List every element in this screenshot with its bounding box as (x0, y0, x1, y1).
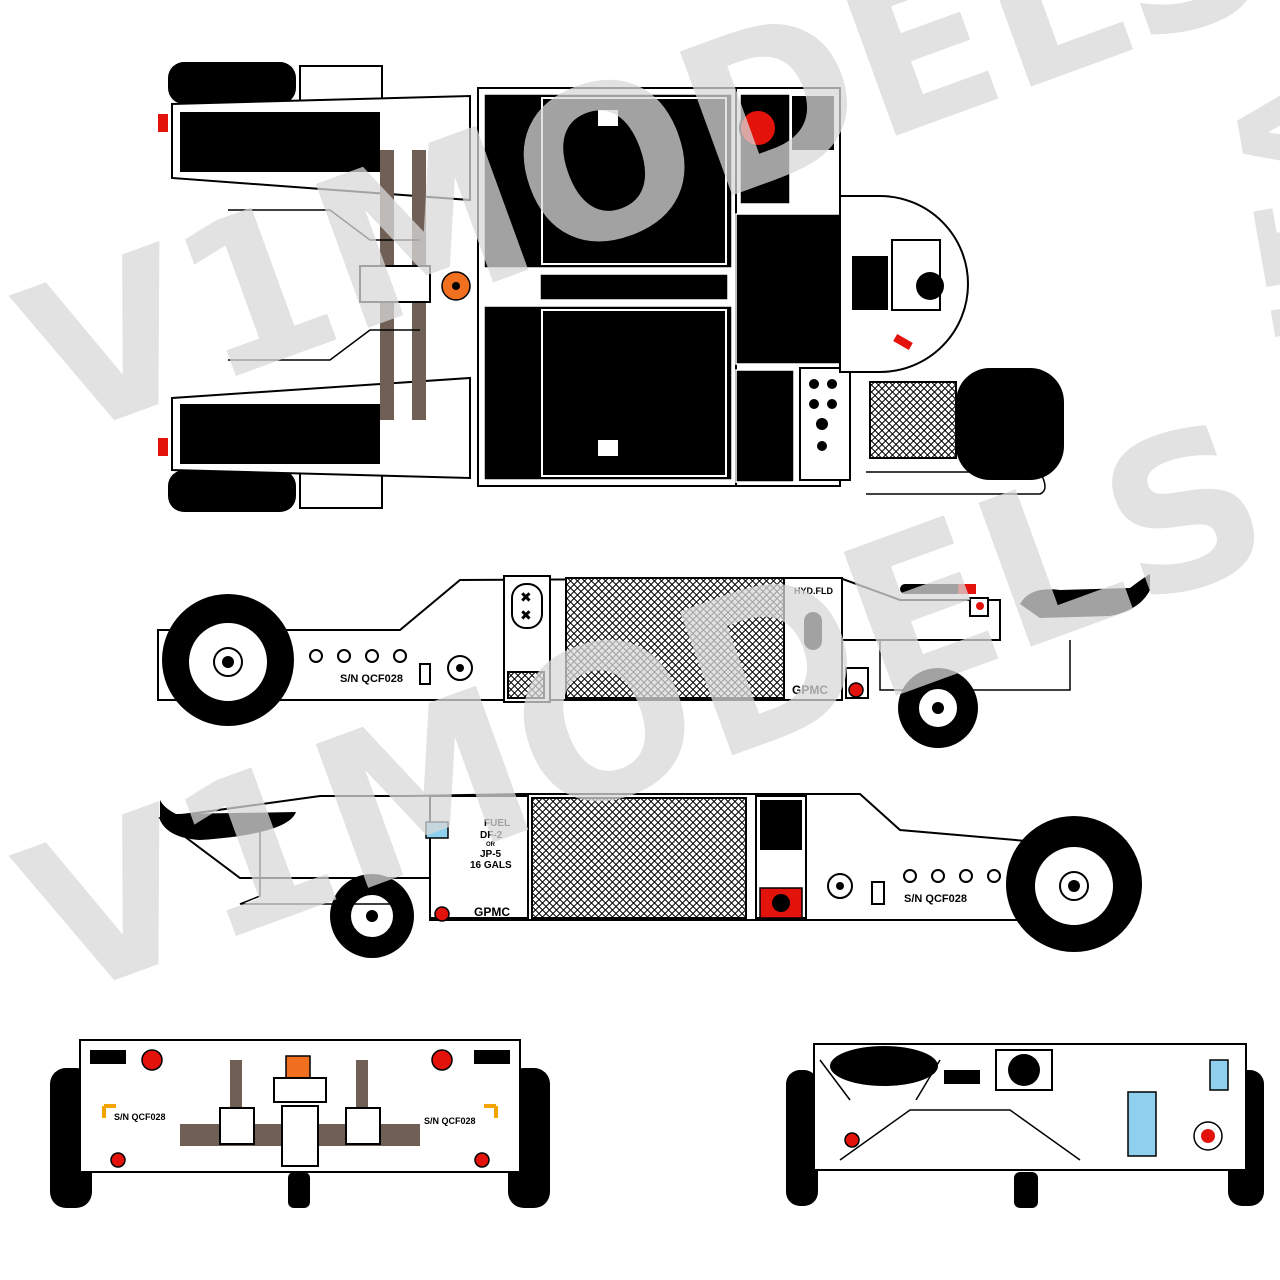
top-latch-upper (598, 110, 618, 126)
side-view-right: S/N QCF028 ✖ ✖ HYD.FLD GPMC (157, 574, 1150, 748)
fv-center-wheel (288, 1172, 310, 1208)
sr-serial-label: S/N QCF028 (340, 673, 403, 685)
rear-view (786, 1043, 1264, 1208)
top-right-panel-lower (735, 369, 795, 483)
top-crossbar (359, 265, 431, 303)
top-hood-panel-mid (539, 273, 729, 301)
side-view-left: FUEL DF-2 OR JP-5 16 GALS GPMC S/N QCF02… (157, 793, 1142, 958)
fv-beacon (285, 1055, 311, 1079)
svg-text:✖: ✖ (520, 608, 532, 624)
rv-left-tire (786, 1070, 818, 1206)
sr-engine-grille (565, 577, 785, 699)
fv-serial-right: S/N QCF028 (424, 1116, 476, 1126)
rv-seat (830, 1046, 938, 1086)
sl-fuel-1: FUEL (484, 818, 510, 829)
sr-maker-label: GPMC (792, 683, 828, 697)
top-tow-bar-upper (228, 209, 420, 241)
sl-engine-grille (531, 797, 747, 919)
sl-fuel-2: DF-2 (480, 830, 503, 841)
sr-seat (1020, 574, 1150, 618)
fv-light-right (431, 1049, 453, 1071)
top-hood-inner-upper (541, 97, 727, 265)
sl-fuel-panel (429, 795, 529, 919)
rv-center-wheel (1014, 1172, 1038, 1208)
top-front-tire (956, 368, 1064, 480)
top-hood-inner-lower (541, 309, 727, 477)
rv-blue-tank (1127, 1091, 1157, 1157)
front-view: S/N QCF028 S/N QCF028 (50, 1039, 550, 1208)
top-tow-bar-lower (228, 329, 420, 361)
top-front-grille (869, 381, 957, 459)
sr-front-frame (879, 640, 1071, 691)
top-arm-panel-lower (180, 404, 380, 464)
top-latch-lower (598, 440, 618, 456)
top-rear-tire-lower (168, 470, 296, 512)
top-tail-light-lower (158, 438, 168, 456)
fv-light-left (141, 1049, 163, 1071)
top-arm-panel-upper (180, 112, 380, 172)
fv-serial-left: S/N QCF028 (114, 1112, 166, 1122)
svg-text:✖: ✖ (520, 590, 532, 606)
top-view (158, 62, 1064, 512)
sl-serial-label: S/N QCF028 (904, 893, 967, 905)
sr-hyd-label: HYD.FLD (794, 586, 833, 596)
sl-seat (160, 800, 296, 840)
top-front-bumper (866, 471, 1046, 495)
top-lever (893, 334, 913, 350)
sl-fuel-3: OR (486, 842, 496, 848)
top-tail-light-upper (158, 114, 168, 132)
top-seat-block (852, 256, 888, 310)
top-rear-tire-upper (168, 62, 296, 104)
sl-maker-label: GPMC (474, 905, 510, 919)
top-fuel-cap (739, 109, 777, 147)
sl-fuel-4: JP-5 (480, 849, 502, 860)
sl-fuel-5: 16 GALS (470, 860, 512, 871)
